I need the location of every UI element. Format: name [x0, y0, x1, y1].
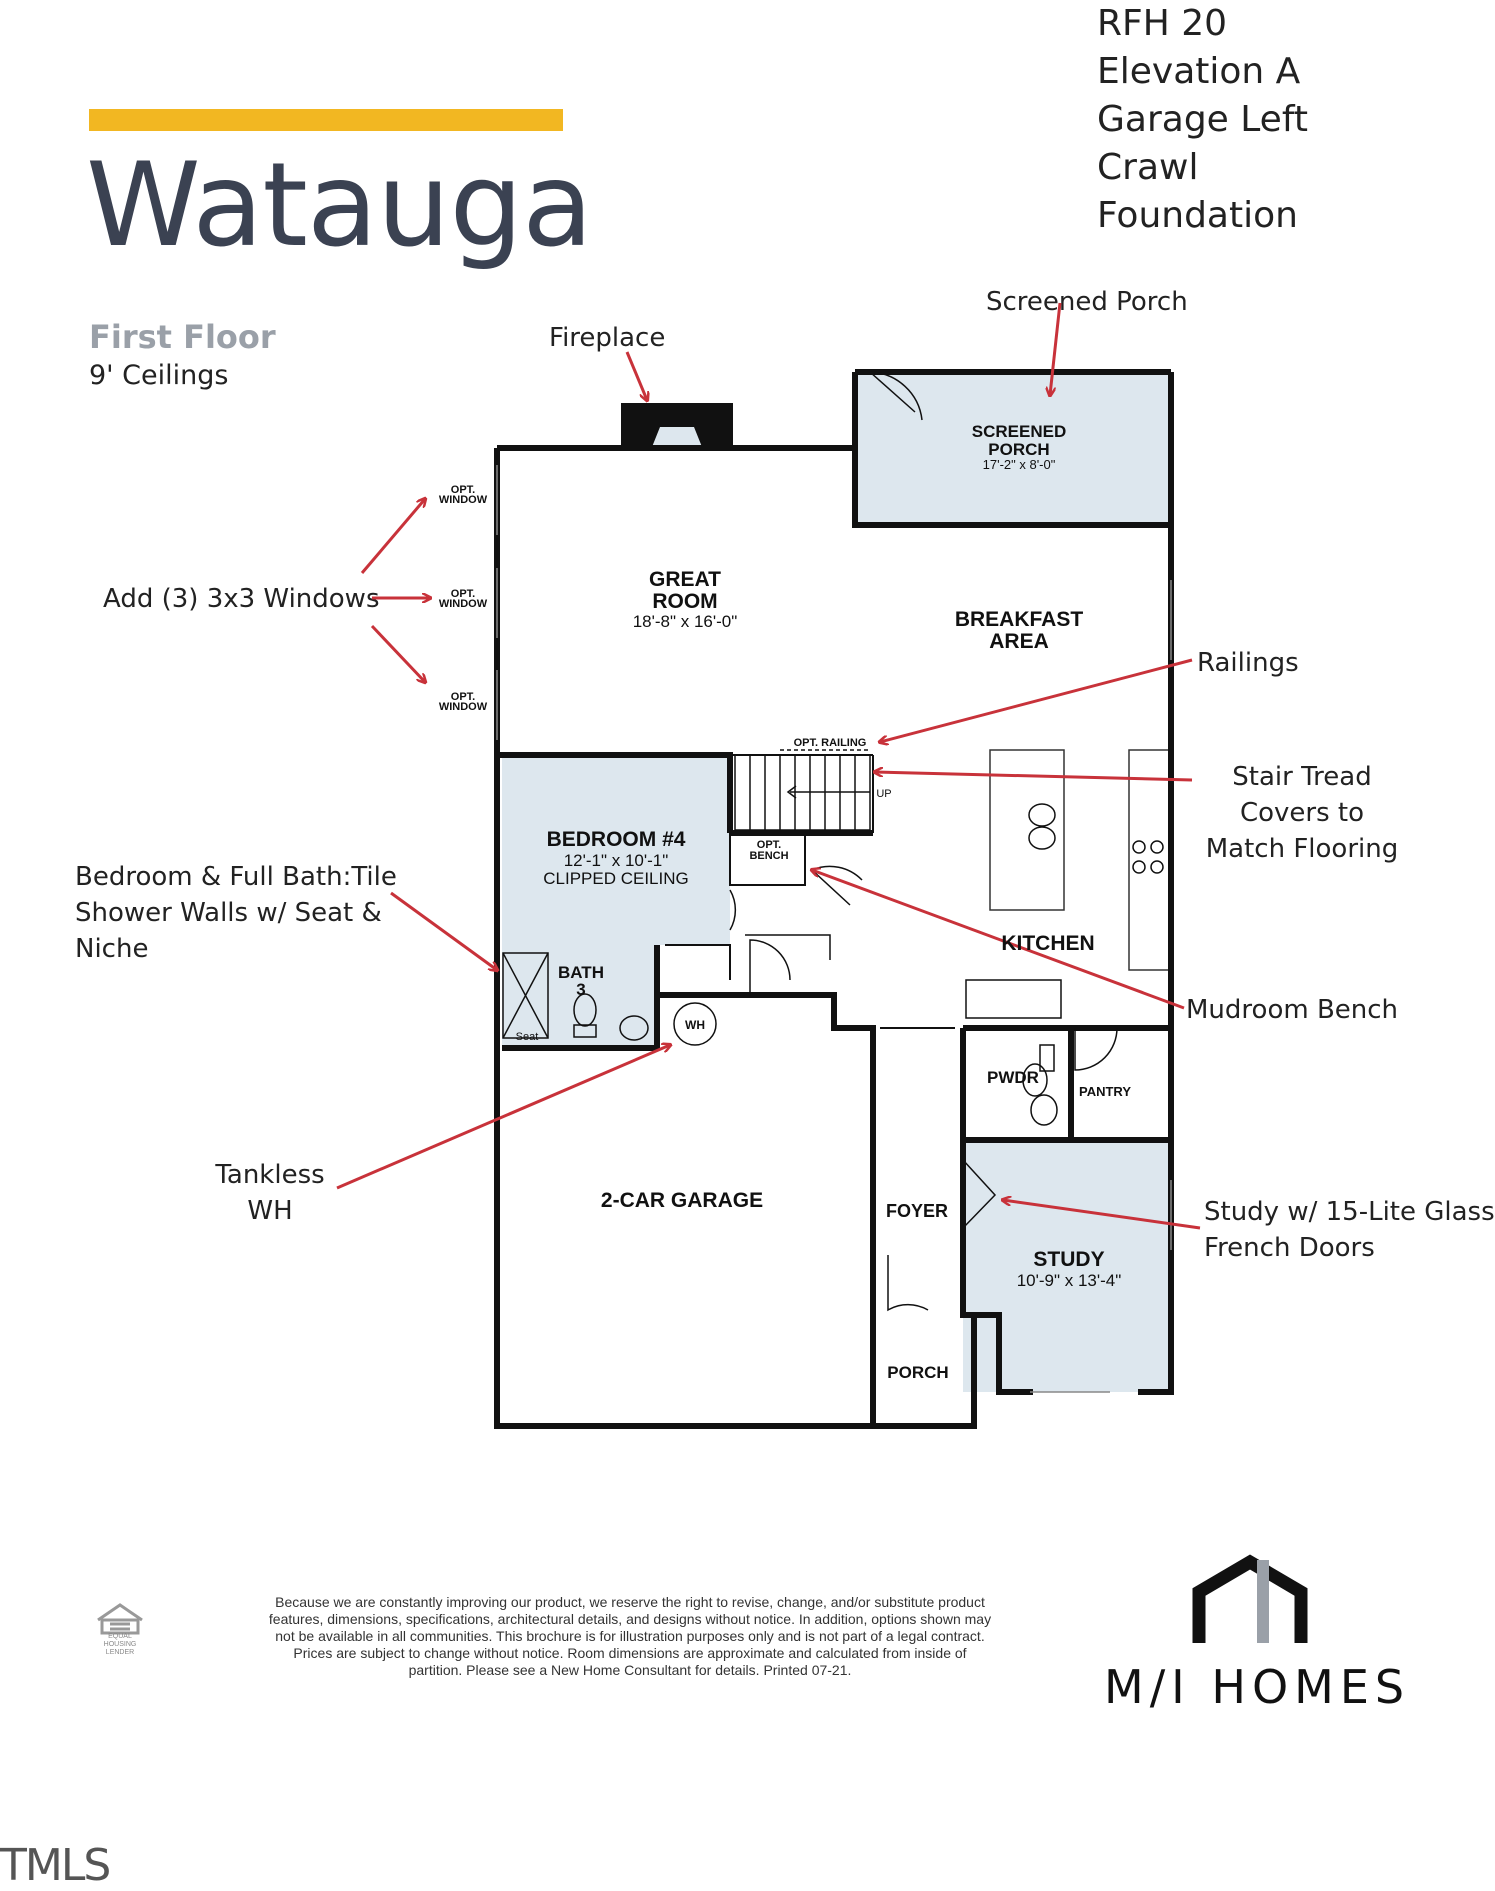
label-kitchen: KITCHEN — [1001, 932, 1094, 955]
label-opt-bench: OPT. — [757, 839, 781, 851]
label-up: UP — [876, 788, 891, 800]
note-tankless: Tankless WH — [200, 1157, 340, 1229]
mls-watermark: TMLS — [0, 1840, 111, 1891]
screened-porch-fill — [855, 372, 1171, 525]
label-foyer: FOYER — [886, 1201, 948, 1221]
label-bath3-seat: Seat — [516, 1031, 539, 1043]
note-line: WH — [247, 1196, 293, 1226]
label-opt-window: OPT. — [451, 484, 475, 496]
plan-title: Watauga — [86, 138, 593, 273]
brand-logo-icon — [1192, 1554, 1308, 1643]
note-windows: Add (3) 3x3 Windows — [103, 584, 380, 614]
floor-label: First Floor — [89, 318, 276, 356]
label-screened-porch: SCREENED — [972, 422, 1066, 441]
plan-info-line: Crawl — [1097, 147, 1199, 188]
bedroom4-fill — [502, 755, 730, 945]
label-pwdr: PWDR — [987, 1068, 1039, 1087]
note-line: Tankless — [215, 1160, 325, 1190]
note-railings: Railings — [1197, 648, 1299, 678]
annotation-arrows — [336, 302, 1201, 1230]
note-bedroom4: CLIPPED CEILING — [543, 869, 689, 888]
note-line: Covers to — [1239, 798, 1365, 828]
note-stair-tread: Stair Tread Covers to Match Flooring — [1196, 759, 1408, 867]
disclaimer-line: not be available in all communities. Thi… — [275, 1628, 985, 1644]
label-great-room: ROOM — [652, 590, 717, 613]
label-wh: WH — [685, 1018, 705, 1032]
window-marks — [496, 465, 1172, 1393]
dim-study: 10'-9" x 13'-4" — [1017, 1271, 1122, 1290]
note-screened-porch: Screened Porch — [986, 287, 1188, 317]
dim-great-room: 18'-8" x 16'-0" — [633, 612, 738, 631]
disclaimer: Because we are constantly improving our … — [230, 1594, 1030, 1679]
note-line: Study w/ 15-Lite Glass — [1204, 1197, 1495, 1227]
plan-info-line: Elevation A — [1097, 51, 1301, 92]
label-garage: 2-CAR GARAGE — [601, 1189, 763, 1212]
note-line: Shower Walls w/ Seat & — [75, 898, 382, 928]
label-pantry: PANTRY — [1079, 1084, 1131, 1099]
label-opt-railing: OPT. RAILING — [794, 737, 867, 749]
stairs — [734, 749, 871, 831]
note-line: Bedroom & Full Bath:Tile — [75, 862, 397, 892]
label-bath3: BATH — [558, 963, 604, 982]
note-line: Match Flooring — [1205, 834, 1399, 864]
plan-info-line: Garage Left — [1097, 99, 1308, 140]
ceiling-label: 9' Ceilings — [89, 360, 229, 391]
label-opt-window: WINDOW — [439, 701, 488, 713]
dim-bedroom4: 12'-1" x 10'-1" — [564, 851, 669, 870]
disclaimer-line: Because we are constantly improving our … — [275, 1594, 985, 1610]
note-mudroom-bench: Mudroom Bench — [1186, 995, 1399, 1025]
plan-info-line: Foundation — [1097, 195, 1298, 236]
label-opt-window: OPT. — [451, 588, 475, 600]
note-bedroom-bath: Bedroom & Full Bath:Tile Shower Walls w/… — [75, 859, 397, 967]
note-line: French Doors — [1204, 1233, 1375, 1263]
label-study: STUDY — [1033, 1248, 1104, 1271]
note-fireplace: Fireplace — [549, 323, 666, 353]
label-opt-window: WINDOW — [439, 598, 488, 610]
label-porch: PORCH — [887, 1363, 948, 1382]
brand-name: M/I HOMES — [1104, 1660, 1411, 1714]
equal-housing-line: EQUAL HOUSING — [103, 1633, 137, 1648]
equal-housing-icon — [97, 1603, 143, 1635]
doors — [729, 371, 1118, 1312]
dim-screened-porch: 17'-2" x 8'-0" — [983, 457, 1056, 472]
equal-housing-line: LENDER — [105, 1649, 135, 1656]
label-breakfast: AREA — [989, 630, 1049, 653]
fireplace-hearth — [652, 427, 702, 447]
disclaimer-line: partition. Please see a New Home Consult… — [408, 1662, 852, 1678]
note-line: Stair Tread — [1232, 762, 1372, 792]
label-bath3: 3 — [576, 980, 585, 999]
label-screened-porch: PORCH — [988, 440, 1049, 459]
equal-housing-text: EQUAL HOUSING LENDER — [92, 1633, 148, 1657]
disclaimer-line: features, dimensions, specifications, ar… — [268, 1611, 992, 1627]
accent-bar — [89, 109, 563, 131]
note-line: Niche — [75, 934, 149, 964]
label-opt-window: OPT. — [451, 691, 475, 703]
bath-fixtures — [502, 803, 1164, 1126]
label-great-room: GREAT — [649, 568, 721, 591]
label-opt-window: WINDOW — [439, 494, 488, 506]
label-opt-bench: BENCH — [749, 850, 788, 862]
label-breakfast: BREAKFAST — [955, 608, 1084, 631]
label-bedroom4: BEDROOM #4 — [547, 828, 686, 851]
note-study-doors: Study w/ 15-Lite Glass French Doors — [1204, 1194, 1495, 1266]
kitchen-counter — [1128, 749, 1170, 971]
disclaimer-line: Prices are subject to change without not… — [293, 1645, 967, 1661]
plan-info-line: RFH 20 — [1097, 3, 1228, 44]
plan-info: RFH 20 Elevation A Garage Left Crawl Fou… — [1097, 0, 1308, 240]
